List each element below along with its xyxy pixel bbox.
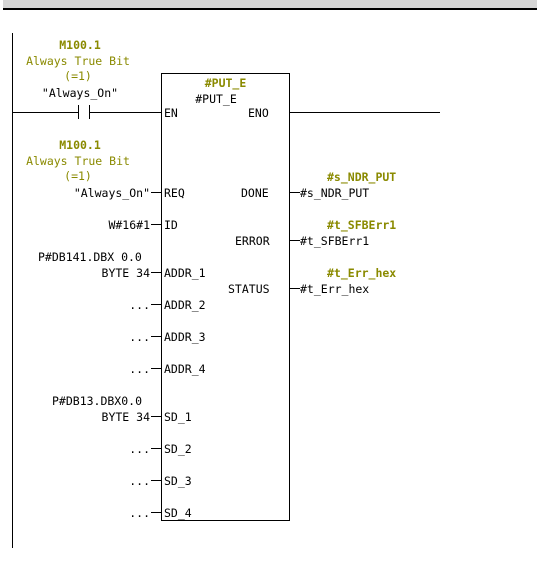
req-pin: REQ — [164, 186, 185, 200]
done-operand-label: #s_NDR_PUT — [327, 170, 397, 184]
id-operand[interactable]: W#16#1 — [108, 218, 150, 232]
addr3-operand[interactable]: ... — [129, 330, 150, 344]
done-operand[interactable]: #s_NDR_PUT — [300, 186, 370, 200]
addr3-pin: ADDR_3 — [164, 330, 206, 344]
sd1-pin: SD_1 — [164, 410, 192, 424]
network-header-bar — [0, 0, 537, 10]
id-pin: ID — [164, 218, 178, 232]
contact-symbol: "Always_On" — [41, 86, 119, 100]
put-function-block[interactable] — [161, 73, 290, 521]
en-wire-left — [12, 112, 78, 113]
power-rail — [12, 33, 13, 548]
req-address: M100.1 — [59, 138, 101, 152]
eno-pin: ENO — [248, 106, 269, 120]
addr1-operand-pointer[interactable]: P#DB141.DBX 0.0 — [38, 250, 142, 264]
status-pin: STATUS — [228, 282, 270, 296]
addr2-operand[interactable]: ... — [129, 298, 150, 312]
contact-address: M100.1 — [59, 38, 101, 52]
status-operand[interactable]: #t_Err_hex — [300, 282, 370, 296]
block-instance: #PUT_E — [204, 76, 247, 90]
req-comment-value: (=1) — [64, 169, 92, 183]
sd4-operand[interactable]: ... — [129, 506, 150, 520]
addr1-pin: ADDR_1 — [164, 266, 206, 280]
req-comment: Always True Bit — [26, 154, 130, 168]
contact-comment: Always True Bit — [26, 54, 130, 68]
contact-comment-value: (=1) — [64, 69, 92, 83]
sd3-pin: SD_3 — [164, 474, 192, 488]
addr4-pin: ADDR_4 — [164, 362, 206, 376]
error-pin: ERROR — [235, 234, 270, 248]
sd1-operand-pointer[interactable]: P#DB13.DBX0.0 — [52, 394, 143, 408]
sd2-operand[interactable]: ... — [129, 442, 150, 456]
addr4-operand[interactable]: ... — [129, 362, 150, 376]
en-pin: EN — [164, 106, 178, 120]
status-operand-label: #t_Err_hex — [327, 266, 397, 280]
sd3-operand[interactable]: ... — [129, 474, 150, 488]
error-operand[interactable]: #t_SFBErr1 — [300, 234, 370, 248]
error-operand-label: #t_SFBErr1 — [327, 218, 397, 232]
en-wire-right — [90, 112, 161, 113]
eno-wire — [290, 112, 440, 113]
req-symbol[interactable]: "Always_On" — [73, 186, 150, 200]
normally-open-contact[interactable] — [78, 105, 90, 119]
addr2-pin: ADDR_2 — [164, 298, 206, 312]
block-type: #PUT_E — [195, 92, 237, 106]
sd1-operand-length[interactable]: BYTE 34 — [101, 410, 150, 424]
addr1-operand-length[interactable]: BYTE 34 — [101, 266, 150, 280]
sd4-pin: SD_4 — [164, 506, 192, 520]
done-pin: DONE — [241, 186, 269, 200]
sd2-pin: SD_2 — [164, 442, 192, 456]
